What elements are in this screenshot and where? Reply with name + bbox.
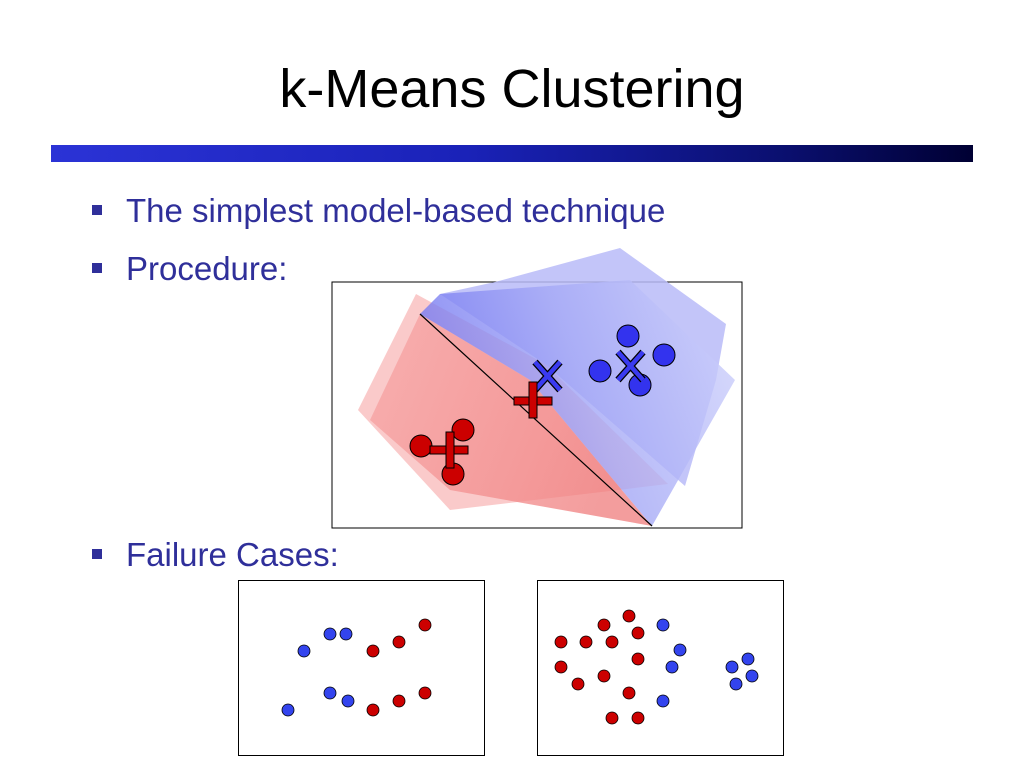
red-point [451,418,475,442]
red-point [622,686,636,700]
blue-point [323,627,337,641]
blue-point [725,660,739,674]
bullet-failure-cases: Failure Cases: [92,534,339,574]
centroid-plus-icon [429,431,469,469]
failure-frame [537,580,784,756]
failure-frame [238,580,485,756]
bullet-text: Procedure: [126,249,288,287]
bullet-procedure: Procedure: [92,248,287,288]
procedure-diagram-svg [331,248,743,529]
bullet-simplest-technique: The simplest model-based technique [92,190,665,230]
red-point [605,711,619,725]
blue-point [745,669,759,683]
red-point [631,626,645,640]
red-point [366,644,380,658]
red-point [631,652,645,666]
red-point [418,686,432,700]
blue-point [339,627,353,641]
failure-case-2-svg [537,580,784,756]
blue-point [652,343,676,367]
red-point [597,669,611,683]
square-bullet-icon [92,205,102,215]
blue-point [673,643,687,657]
red-point [554,660,568,674]
decision-boundary [419,313,653,527]
blue-point [729,677,743,691]
failure-case-1-svg [238,580,485,756]
blue-point [297,644,311,658]
red-point [579,635,593,649]
red-point [392,635,406,649]
blue-point [741,652,755,666]
blue-point [656,618,670,632]
bullet-text: Failure Cases: [126,535,339,573]
centroid-cross-icon [615,349,646,383]
blue-region-front [420,280,735,526]
blue-point [323,686,337,700]
blue-point [665,660,679,674]
blue-point [656,694,670,708]
red-point [571,677,585,691]
square-bullet-icon [92,549,102,559]
bullet-text: The simplest model-based technique [126,191,666,229]
square-bullet-icon [92,263,102,273]
red-point [631,711,645,725]
centroid-plus-icon [513,381,553,419]
red-point [605,635,619,649]
blue-point [588,359,612,383]
blue-point [616,324,640,348]
red-point [597,618,611,632]
blue-point [281,703,295,717]
slide-title: k-Means Clustering [279,59,745,119]
red-point [409,434,433,458]
centroid-cross-icon [532,359,563,393]
red-region-front [370,314,652,526]
red-point [554,635,568,649]
procedure-diagram [320,240,750,535]
red-point [392,694,406,708]
red-point [622,609,636,623]
title-divider-bar [51,145,973,162]
red-point [366,703,380,717]
red-point [418,618,432,632]
failure-case-1 [238,580,486,757]
failure-case-2 [537,580,785,757]
blue-point [341,694,355,708]
